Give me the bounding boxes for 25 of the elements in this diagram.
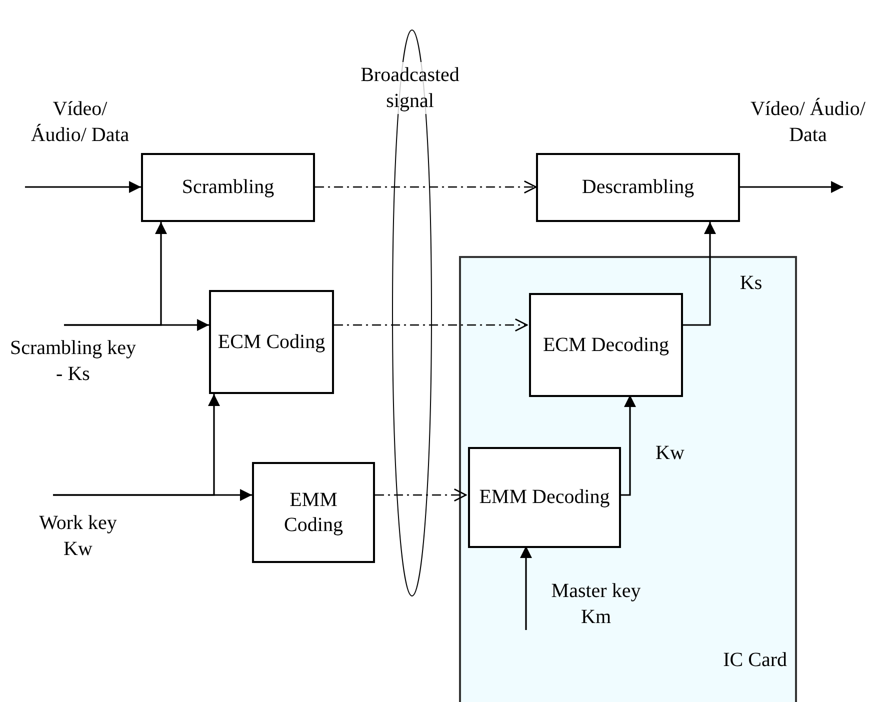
edge-label: Master key Km: [550, 579, 642, 630]
arrow: [740, 181, 843, 193]
process-box: ECM Coding: [209, 290, 334, 394]
process-box: ECM Decoding: [529, 293, 683, 397]
process-box: Descrambling: [536, 153, 740, 222]
process-box: EMM Coding: [252, 462, 375, 563]
edge-label: Ks: [738, 271, 764, 296]
arrow: [619, 395, 636, 496]
edge-label: Kw: [654, 441, 686, 466]
arrow: [25, 181, 141, 193]
signal-label: Work key Kw: [38, 511, 118, 562]
arrow: [53, 489, 252, 501]
dash-dot-arrow: [334, 318, 528, 332]
card-panel: [459, 256, 797, 702]
arrow: [520, 546, 532, 630]
panel-title: IC Card: [723, 648, 787, 672]
arrow: [681, 222, 716, 326]
signal-label: Scrambling key - Ks: [8, 336, 138, 387]
dash-dot-arrow: [375, 488, 467, 502]
dash-dot-arrow: [315, 180, 537, 194]
process-box: Scrambling: [141, 153, 315, 222]
arrow: [64, 319, 209, 331]
process-box: EMM Decoding: [468, 447, 621, 548]
signal-label: Vídeo/ Áudio/ Data: [750, 96, 866, 148]
signal-label: Vídeo/ Áudio/ Data: [30, 97, 130, 148]
